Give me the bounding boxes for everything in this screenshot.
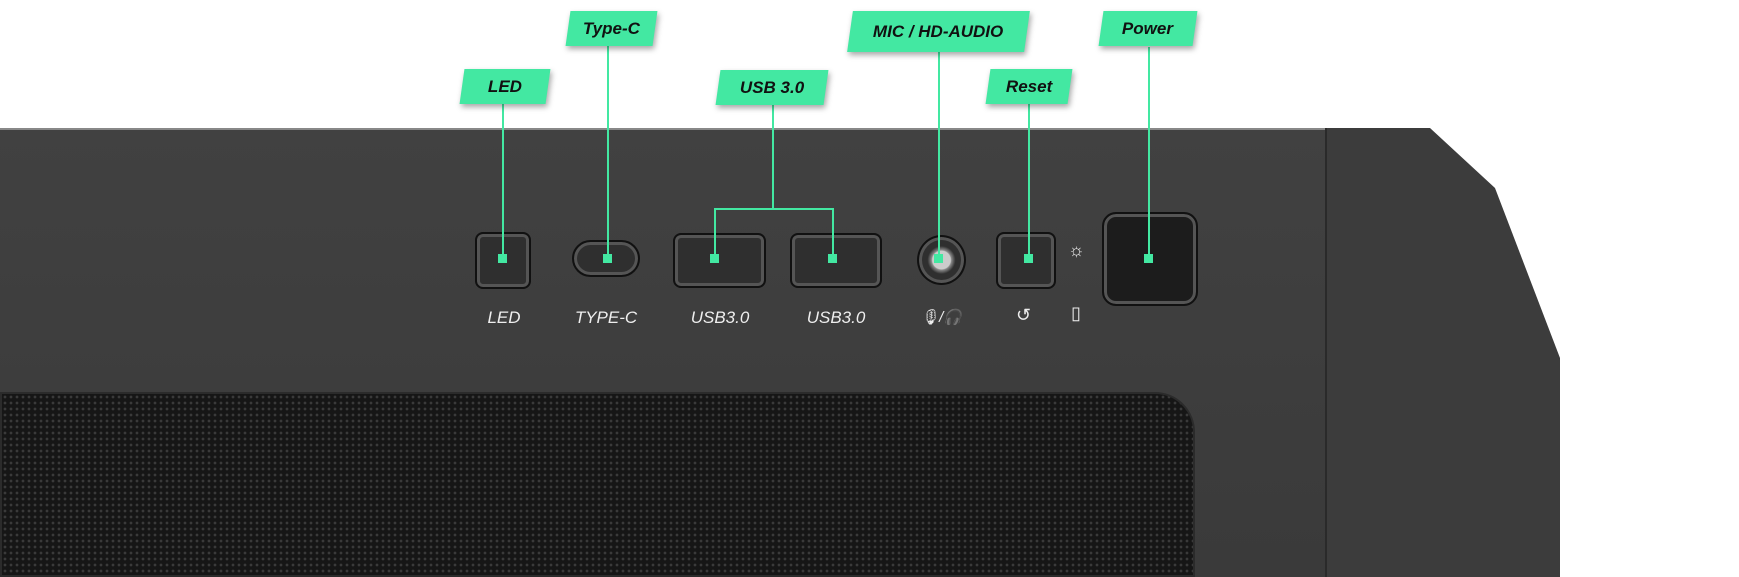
port-label-usb2: USB3.0	[806, 308, 866, 327]
callout-audio: MIC / HD-AUDIO	[847, 11, 1030, 52]
case-side-panel	[1325, 128, 1560, 577]
reset-button[interactable]	[996, 232, 1056, 289]
reset-icon: ↺	[1016, 305, 1032, 325]
port-label-audio: 🎙/🎧	[920, 309, 962, 326]
port-label-usb1: USB3.0	[690, 308, 750, 327]
usb3-port-1[interactable]	[673, 233, 766, 288]
callout-led: LED	[459, 69, 551, 104]
port-label-type-c: TYPE-C	[574, 308, 638, 327]
led-light-icon: ☼	[1068, 240, 1085, 260]
callout-type-c: Type-C	[565, 11, 658, 46]
front-mesh	[0, 392, 1195, 577]
callout-power: Power	[1098, 11, 1198, 46]
callout-reset: Reset	[985, 69, 1073, 104]
port-label-led: LED	[487, 308, 521, 327]
callout-usb: USB 3.0	[715, 70, 829, 105]
hdd-icon: ▯	[1071, 303, 1081, 323]
